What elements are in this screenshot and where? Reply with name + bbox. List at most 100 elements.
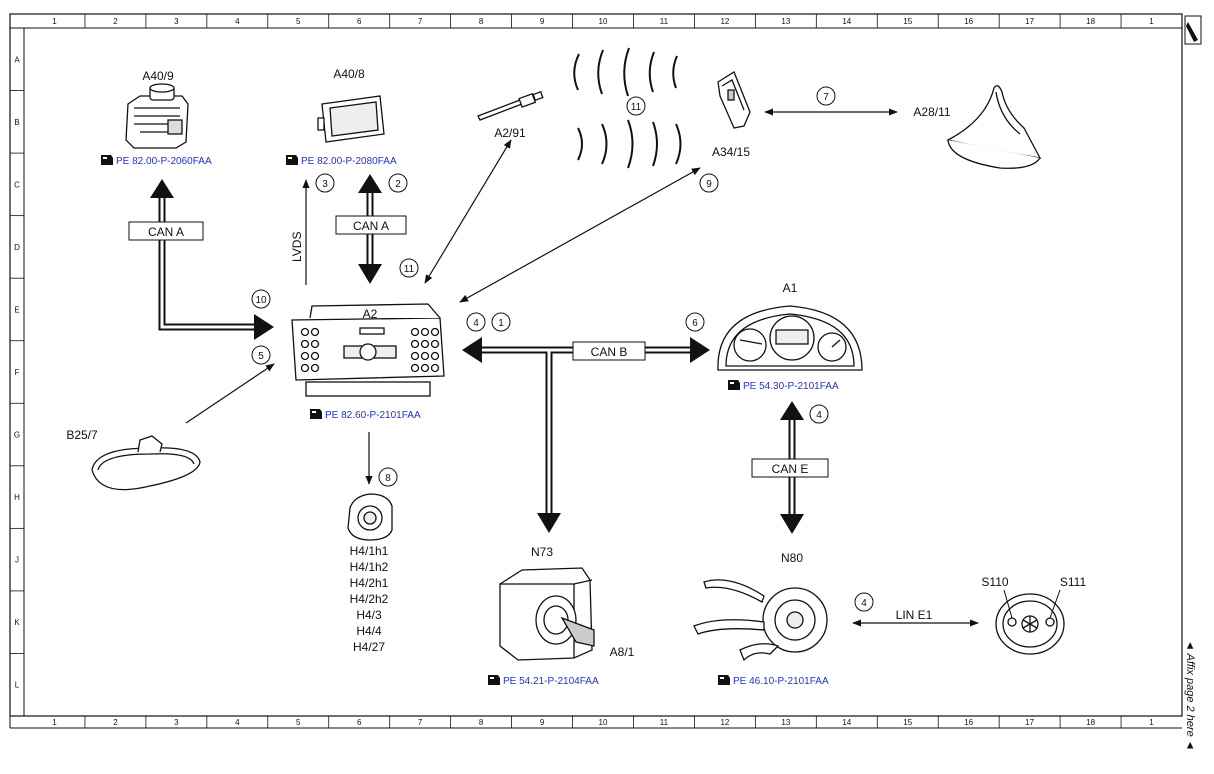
grid-column-label: 15 bbox=[903, 17, 912, 26]
ref-link-a40-9[interactable]: PE 82.00-P-2060FAA bbox=[116, 156, 212, 167]
grid-column-label: 10 bbox=[599, 718, 608, 727]
s110-leader bbox=[1003, 589, 1013, 619]
grid-column-label: 16 bbox=[964, 17, 973, 26]
a40-8-display-icon bbox=[317, 95, 385, 143]
page-corner-icon bbox=[1184, 15, 1202, 45]
grid-column-label: 14 bbox=[842, 718, 851, 727]
label-a40-9: A40/9 bbox=[142, 69, 174, 83]
grid-column-label: 15 bbox=[903, 718, 912, 727]
bus-label-can-b: CAN B bbox=[572, 341, 646, 361]
grid-row-label: A bbox=[14, 55, 20, 64]
marker-2: 2 bbox=[388, 173, 408, 193]
grid-column-label: 12 bbox=[720, 17, 729, 26]
grid-column-label: 2 bbox=[113, 718, 118, 727]
grid-row-label: G bbox=[14, 431, 20, 440]
svg-text:3: 3 bbox=[322, 179, 328, 190]
ref-icon-n73 bbox=[488, 675, 500, 685]
grid-column-label: 6 bbox=[357, 718, 362, 727]
can-b-connection bbox=[462, 337, 710, 533]
svg-text:9: 9 bbox=[706, 179, 712, 190]
grid-row-label: E bbox=[14, 305, 19, 314]
label-a2-91: A2/91 bbox=[494, 126, 526, 140]
s111-leader bbox=[1049, 589, 1061, 619]
a34-15-module-icon bbox=[717, 71, 751, 129]
marker-10: 10 bbox=[251, 289, 271, 309]
svg-text:4: 4 bbox=[473, 318, 479, 329]
marker-5: 5 bbox=[251, 345, 271, 365]
grid-column-label: 1 bbox=[52, 718, 57, 727]
bus-label-can-a-left: CAN A bbox=[128, 221, 204, 241]
n73-ignition-switch-icon bbox=[499, 567, 595, 661]
grid-row-label: H bbox=[14, 493, 20, 502]
bus-label-can-e: CAN E bbox=[751, 458, 829, 478]
svg-text:7: 7 bbox=[823, 92, 829, 103]
marker-3: 3 bbox=[315, 173, 335, 193]
grid-column-label: 11 bbox=[660, 17, 669, 26]
marker-11-left: 11 bbox=[399, 258, 419, 278]
grid-column-label: 16 bbox=[964, 718, 973, 727]
can-a-left-connection bbox=[150, 179, 274, 340]
label-s110: S110 bbox=[981, 575, 1008, 589]
steering-wheel-icon bbox=[995, 593, 1065, 655]
a2-91-connection bbox=[424, 139, 512, 284]
svg-text:CAN A: CAN A bbox=[148, 225, 184, 239]
grid-column-label: 5 bbox=[296, 718, 301, 727]
label-a8-1: A8/1 bbox=[610, 645, 635, 659]
grid-column-label: 7 bbox=[418, 17, 423, 26]
a28-11-antenna-icon bbox=[946, 85, 1042, 169]
ref-icon-a40-9 bbox=[101, 155, 113, 165]
marker-1: 1 bbox=[491, 312, 511, 332]
affix-page-note: ◄ Affix page 2 here ◄ bbox=[1184, 640, 1196, 751]
a34-15-connection bbox=[459, 167, 701, 303]
svg-text:10: 10 bbox=[255, 295, 267, 306]
label-a34-15: A34/15 bbox=[712, 145, 750, 159]
label-b25-7: B25/7 bbox=[66, 428, 98, 442]
svg-text:H4/4: H4/4 bbox=[356, 624, 382, 638]
grid-column-label: 8 bbox=[479, 718, 484, 727]
label-a2: A2 bbox=[363, 307, 378, 321]
ref-link-a1[interactable]: PE 54.30-P-2101FAA bbox=[743, 381, 839, 392]
h4-speaker-icon bbox=[347, 493, 393, 541]
grid-column-label: 8 bbox=[479, 17, 484, 26]
marker-4-a1: 4 bbox=[809, 404, 829, 424]
marker-11-wave: 11 bbox=[626, 96, 646, 116]
label-s111: S111 bbox=[1060, 575, 1087, 589]
grid-row-label: L bbox=[15, 681, 20, 690]
grid-frame bbox=[9, 13, 1183, 729]
radio-waves-icon bbox=[573, 47, 682, 169]
grid-row-label: D bbox=[14, 243, 20, 252]
grid-column-label: 12 bbox=[720, 718, 729, 727]
label-a1: A1 bbox=[783, 281, 798, 295]
ref-icon-a40-8 bbox=[286, 155, 298, 165]
b25-7-connection bbox=[185, 363, 275, 424]
marker-4-a2: 4 bbox=[466, 312, 486, 332]
svg-text:4: 4 bbox=[816, 410, 822, 421]
ref-icon-n80 bbox=[718, 675, 730, 685]
svg-text:CAN B: CAN B bbox=[591, 345, 628, 359]
svg-text:11: 11 bbox=[631, 102, 642, 113]
marker-9: 9 bbox=[699, 173, 719, 193]
grid-column-label: 4 bbox=[235, 17, 240, 26]
ref-link-a2[interactable]: PE 82.60-P-2101FAA bbox=[325, 410, 421, 421]
svg-text:1: 1 bbox=[498, 318, 504, 329]
label-h4-list: H4/1h1 H4/1h2 H4/2h1 H4/2h2 H4/3 H4/4 H4… bbox=[350, 544, 389, 654]
grid-row-label: F bbox=[15, 368, 20, 377]
grid-column-label: 18 bbox=[1086, 718, 1095, 727]
svg-text:H4/2h1: H4/2h1 bbox=[350, 576, 389, 590]
ref-icon-a2 bbox=[310, 409, 322, 419]
a2-head-unit-icon bbox=[291, 303, 445, 397]
grid-column-label: 1 bbox=[52, 17, 57, 26]
grid-column-label: 14 bbox=[842, 17, 851, 26]
grid-column-label: 5 bbox=[296, 17, 301, 26]
svg-text:8: 8 bbox=[385, 473, 391, 484]
grid-column-label: 13 bbox=[781, 17, 790, 26]
grid-row-label: K bbox=[14, 618, 20, 627]
grid-column-label: 9 bbox=[540, 17, 545, 26]
ref-link-n80[interactable]: PE 46.10-P-2101FAA bbox=[733, 676, 829, 687]
ref-link-n73[interactable]: PE 54.21-P-2104FAA bbox=[503, 676, 599, 687]
bus-label-can-a-mid: CAN A bbox=[335, 215, 407, 235]
ref-link-a40-8[interactable]: PE 82.00-P-2080FAA bbox=[301, 156, 397, 167]
